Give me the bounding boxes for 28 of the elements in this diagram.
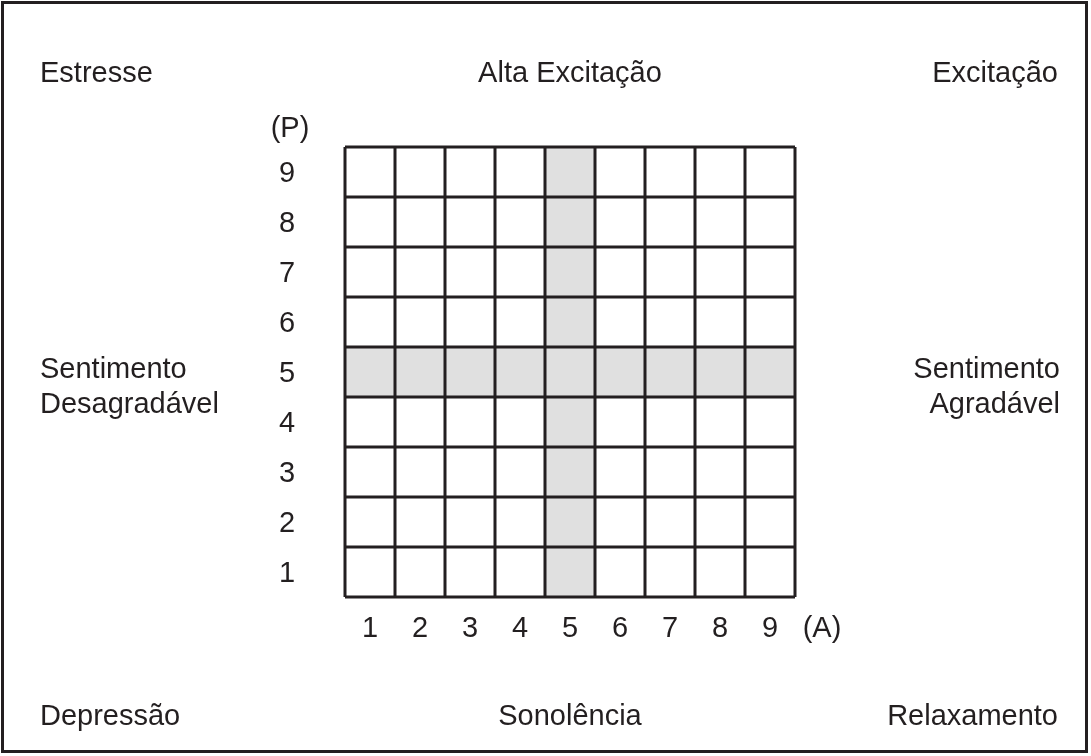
- tick-label: 9: [278, 154, 296, 190]
- corner-label: Estresse: [40, 54, 153, 90]
- tick-label: 4: [511, 609, 529, 645]
- tick-label: 5: [561, 609, 579, 645]
- tick-label: 3: [461, 609, 479, 645]
- axis-name: (A): [802, 609, 842, 645]
- corner-label: Relaxamento: [887, 697, 1058, 733]
- tick-label: 5: [278, 354, 296, 390]
- axis-pole-label: Alta Excitação: [478, 54, 662, 90]
- tick-label: 3: [278, 454, 296, 490]
- tick-label: 8: [278, 204, 296, 240]
- tick-label: 7: [278, 254, 296, 290]
- axis-pole-label: Sentimento Agradável: [912, 351, 1060, 421]
- tick-label: 1: [278, 554, 296, 590]
- tick-label: 9: [761, 609, 779, 645]
- tick-label: 6: [278, 304, 296, 340]
- axis-name: (P): [270, 109, 310, 145]
- axis-pole-label: Sonolência: [498, 697, 642, 733]
- tick-label: 1: [361, 609, 379, 645]
- corner-label: Excitação: [932, 54, 1058, 90]
- tick-label: 4: [278, 404, 296, 440]
- tick-label: 8: [711, 609, 729, 645]
- tick-label: 2: [278, 504, 296, 540]
- axis-pole-label: Sentimento Desagradável: [40, 351, 220, 421]
- tick-label: 7: [661, 609, 679, 645]
- tick-label: 2: [411, 609, 429, 645]
- corner-label: Depressão: [40, 697, 181, 733]
- tick-label: 6: [611, 609, 629, 645]
